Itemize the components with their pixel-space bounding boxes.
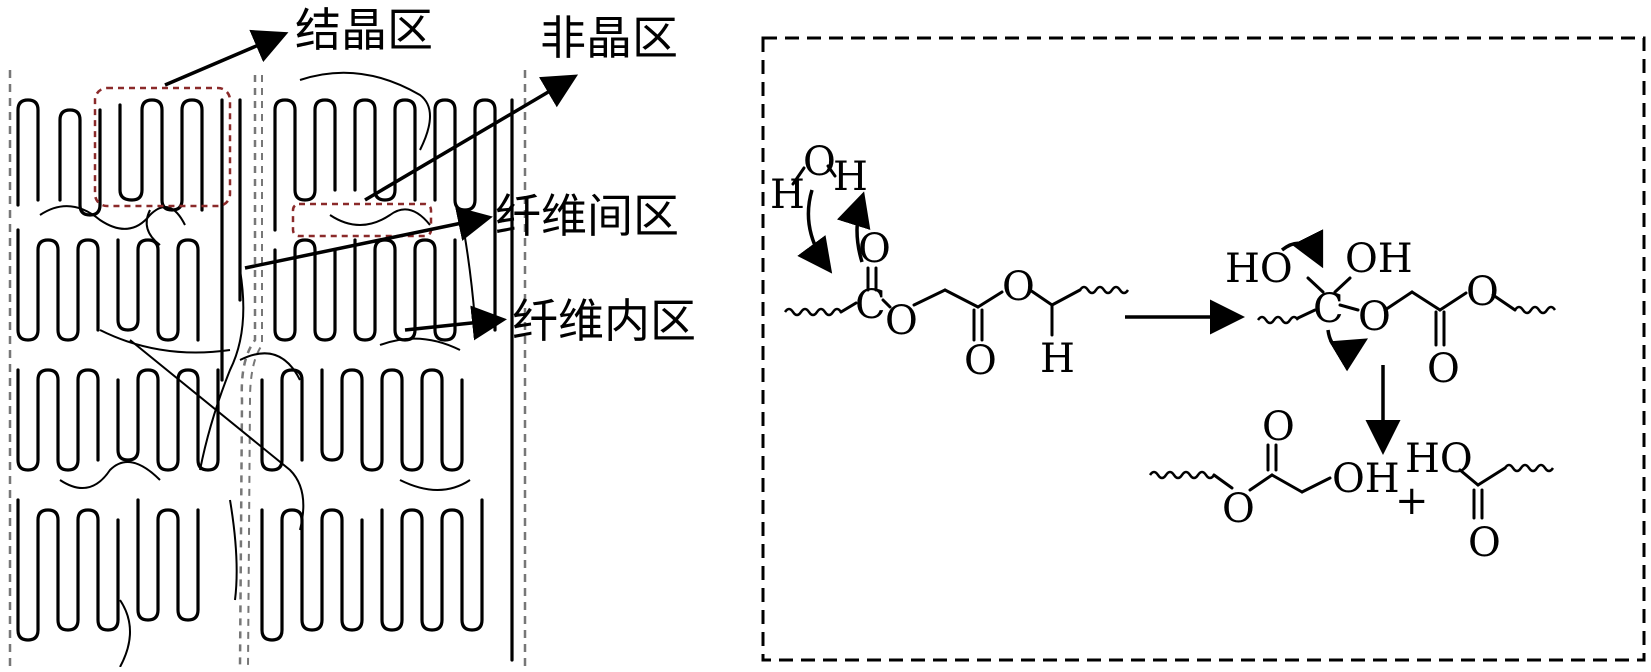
fiber-structure bbox=[8, 29, 579, 668]
crystalline-region-box bbox=[93, 86, 232, 208]
intermediate-hydroxyl-right: OH bbox=[1345, 236, 1413, 282]
tie-chains bbox=[39, 71, 476, 668]
intermediate-hydroxyl-left: HO bbox=[1225, 246, 1293, 292]
product-acid-carbonyl-oxygen: O bbox=[1468, 520, 1501, 566]
carbonyl-carbon: C bbox=[855, 282, 886, 328]
electron-push-arrow-top bbox=[1280, 229, 1324, 269]
crystalline-pointer-arrow bbox=[164, 29, 289, 87]
crystalline-region-label: 结晶区 bbox=[295, 3, 433, 57]
intrafiber-pointer-arrow bbox=[404, 305, 507, 341]
fiber-boundary-middle-2 bbox=[247, 75, 263, 668]
hydrolysis-products: O O OH + HO O bbox=[1148, 404, 1555, 566]
folded-chains-left-band1 bbox=[16, 98, 242, 382]
intermediate-ketone-oxygen: O bbox=[1427, 346, 1460, 392]
water-molecule: O H H bbox=[770, 139, 868, 218]
water-hydrogen-right: H bbox=[833, 154, 868, 200]
mechanism-frame bbox=[761, 36, 1646, 662]
fiber-boundary-middle bbox=[238, 75, 257, 668]
intermediate-carbon: C bbox=[1313, 286, 1344, 332]
amorphous-region-box bbox=[291, 202, 433, 238]
intermediate-ester-oxygen: O bbox=[1358, 294, 1391, 340]
amorphous-pointer-arrow bbox=[364, 74, 579, 202]
intrafiber-region-label: 纤维内区 bbox=[512, 294, 696, 348]
product-ketone-oxygen: O bbox=[1262, 404, 1295, 450]
folded-chains-band2 bbox=[16, 228, 457, 342]
water-oxygen: O bbox=[803, 139, 836, 185]
ester-chain-reactant: C O O O O H bbox=[783, 226, 1130, 384]
ketone-oxygen: O bbox=[964, 338, 997, 384]
product-plus-sign: + bbox=[1395, 478, 1429, 524]
tetrahedral-intermediate: HO OH C O O O bbox=[1225, 229, 1557, 392]
interfiber-region-label: 纤维间区 bbox=[495, 189, 679, 243]
proton-transfer-arrow bbox=[836, 191, 871, 263]
methylene-hydrogen: H bbox=[1040, 336, 1075, 382]
carbonyl-oxygen: O bbox=[858, 226, 891, 272]
nucleophilic-attack-arrow bbox=[797, 189, 833, 274]
electron-push-arrow-bottom bbox=[1326, 329, 1369, 372]
intermediate-chain-oxygen: O bbox=[1466, 269, 1499, 315]
folded-chains-band4 bbox=[16, 498, 484, 642]
product-acid-hydroxyl: HO bbox=[1405, 436, 1473, 482]
folded-chains-band3 bbox=[16, 368, 464, 472]
amorphous-region-label: 非晶区 bbox=[540, 11, 678, 65]
water-hydrogen-left: H bbox=[770, 172, 805, 218]
product-hydroxyl: OH bbox=[1332, 456, 1400, 502]
interfiber-pointer-arrow bbox=[244, 206, 493, 270]
product-ester-oxygen: O bbox=[1222, 486, 1255, 532]
chain-oxygen: O bbox=[1002, 264, 1035, 310]
